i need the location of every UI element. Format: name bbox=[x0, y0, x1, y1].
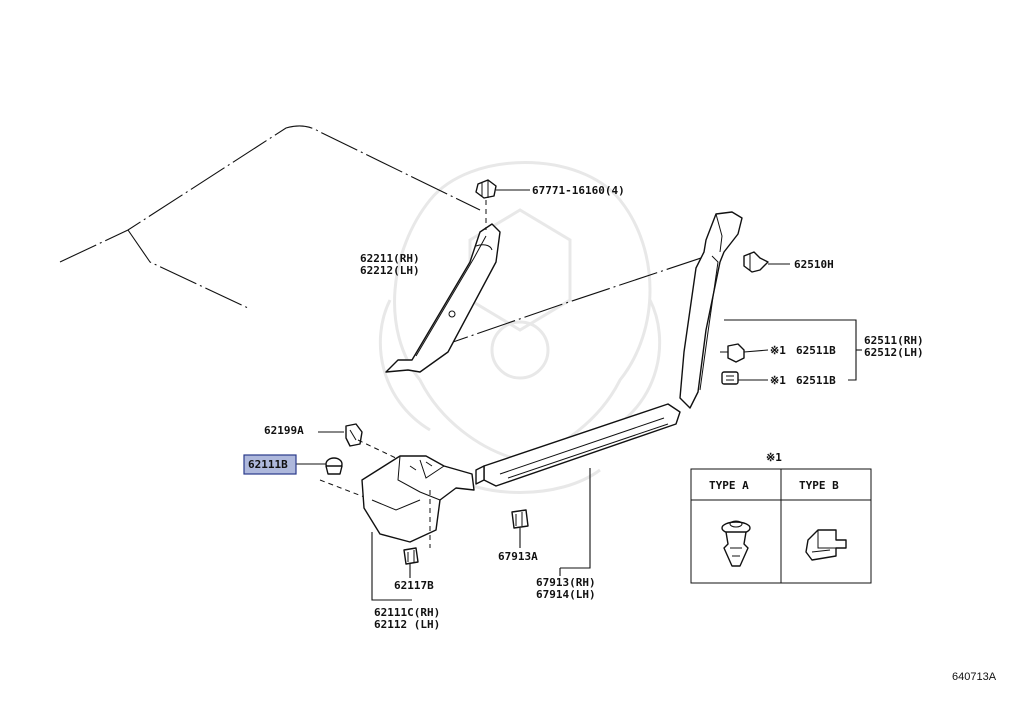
clip-62511b-type-b-icon bbox=[721, 371, 739, 385]
label-62211-rh: 62211(RH) bbox=[360, 252, 420, 265]
windshield-outline bbox=[59, 125, 711, 351]
marker-star-2: ※1 bbox=[770, 374, 786, 387]
label-67913a: 67913A bbox=[498, 550, 538, 563]
label-62199a: 62199A bbox=[264, 424, 304, 437]
bracket-62199a-icon bbox=[345, 423, 363, 447]
label-67914-lh: 67914(LH) bbox=[536, 588, 596, 601]
clip-67771-icon bbox=[475, 179, 497, 199]
label-62510h: 62510H bbox=[794, 258, 834, 271]
type-a-clip-icon bbox=[721, 520, 751, 567]
scuff-plate bbox=[475, 403, 681, 487]
label-62512-lh: 62512(LH) bbox=[864, 346, 924, 359]
clip-62111b-icon bbox=[325, 457, 343, 475]
label-62111b[interactable]: 62111B bbox=[248, 458, 288, 471]
legend-title: ※1 bbox=[766, 451, 782, 464]
clip-62510h-icon bbox=[743, 251, 769, 273]
label-62117b: 62117B bbox=[394, 579, 434, 592]
label-62212-lh: 62212(LH) bbox=[360, 264, 420, 277]
label-62511-rh: 62511(RH) bbox=[864, 334, 924, 347]
clip-type-legend: ※1 TYPE A TYPE B bbox=[690, 451, 872, 584]
label-62111b-highlight[interactable] bbox=[243, 454, 297, 475]
label-62111c-rh: 62111C(RH) bbox=[374, 606, 440, 619]
front-pillar-garnish bbox=[385, 223, 501, 373]
clip-62117b-icon bbox=[403, 547, 419, 565]
clip-67913a-icon bbox=[511, 509, 529, 529]
label-62511b-upper: 62511B bbox=[796, 344, 836, 357]
cowl-side-trim bbox=[361, 455, 475, 543]
marker-star-1: ※1 bbox=[770, 344, 786, 357]
legend-type-a: TYPE A bbox=[709, 479, 749, 492]
label-67913-rh: 67913(RH) bbox=[536, 576, 596, 589]
center-pillar-garnish bbox=[679, 211, 743, 409]
clip-62511b-type-a-icon bbox=[720, 343, 745, 363]
legend-type-b: TYPE B bbox=[799, 479, 839, 492]
label-62511b-lower: 62511B bbox=[796, 374, 836, 387]
type-b-clip-icon bbox=[805, 529, 847, 561]
label-62112-lh: 62112 (LH) bbox=[374, 618, 440, 631]
diagram-ref-code: 640713A bbox=[952, 671, 997, 683]
label-67771: 67771-16160(4) bbox=[532, 184, 625, 197]
